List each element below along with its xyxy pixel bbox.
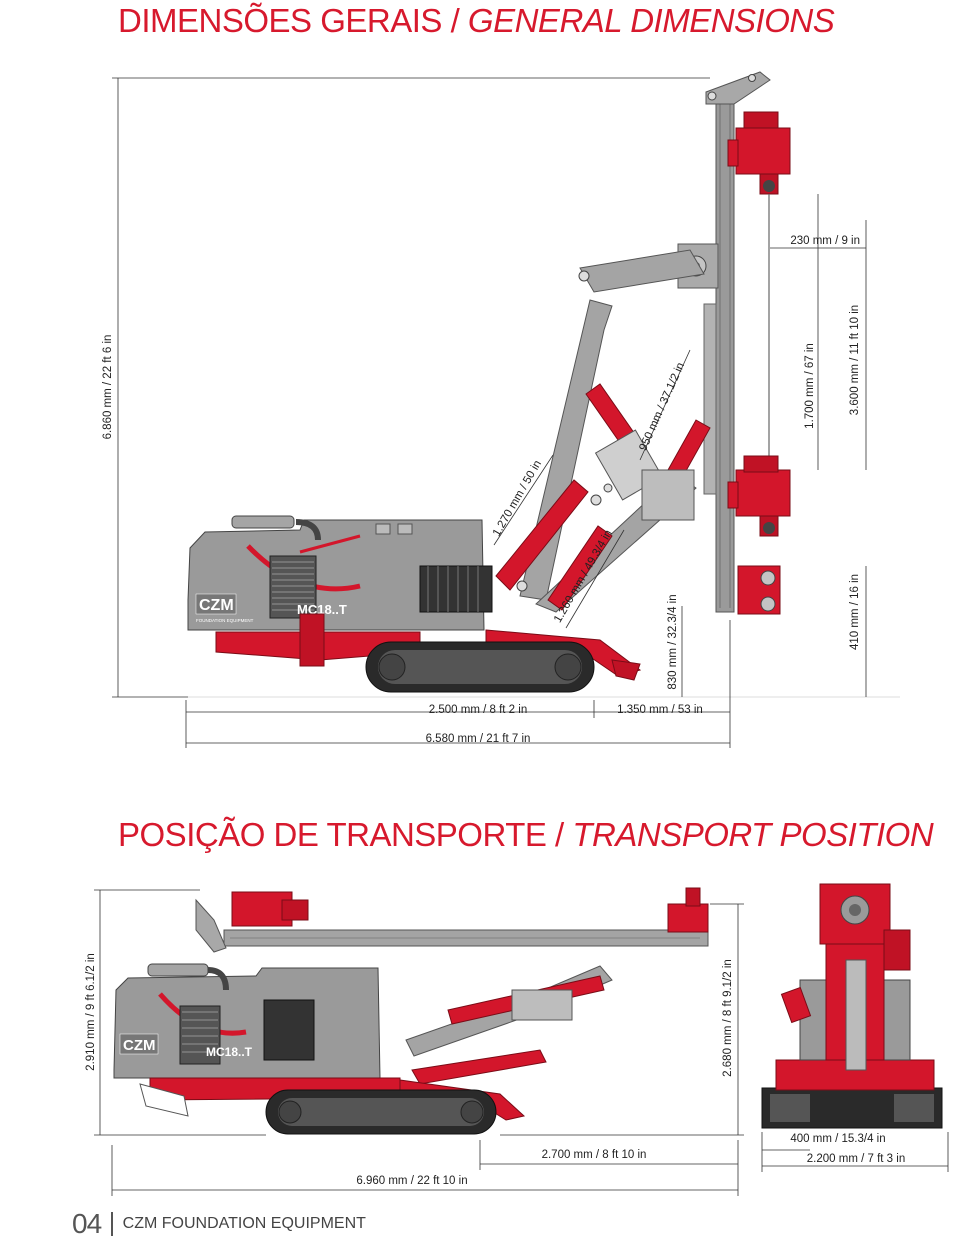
dim-height-total: 6.860 mm / 22 ft 6 in bbox=[102, 335, 114, 440]
rotary-head-upper bbox=[727, 111, 791, 470]
footer-divider bbox=[111, 1212, 113, 1236]
boom-arms bbox=[495, 249, 711, 613]
dim-width-2200: 2.200 mm / 7 ft 3 in bbox=[807, 1153, 905, 1165]
model-label: MC18..T bbox=[297, 602, 347, 617]
dimension-lines bbox=[112, 77, 867, 748]
title-en: GENERAL DIMENSIONS bbox=[467, 2, 835, 39]
transport-dimension-lines bbox=[94, 889, 949, 1196]
logo-subtitle: FOUNDATION EQUIPMENT bbox=[196, 618, 254, 623]
footer-brand: CZM FOUNDATION EQUIPMENT bbox=[122, 1215, 366, 1232]
dim-ground-410: 410 mm / 16 in bbox=[849, 574, 861, 650]
dim-mast-offset: 230 mm / 9 in bbox=[790, 235, 860, 247]
dim-mast-3600: 3.600 mm / 11 ft 10 in bbox=[849, 305, 861, 415]
dim-len-2700: 2.700 mm / 8 ft 10 in bbox=[542, 1149, 647, 1161]
czm-logo: CZM bbox=[199, 597, 234, 614]
title-en: TRANSPORT POSITION bbox=[572, 816, 934, 853]
general-dimensions-figure: CZM FOUNDATION EQUIPMENT MC18..T bbox=[102, 71, 900, 748]
page-footer: 04 CZM FOUNDATION EQUIPMENT bbox=[72, 1208, 366, 1239]
dim-height-2910: 2.910 mm / 9 ft 6.1/2 in bbox=[85, 953, 97, 1071]
dim-len-6960: 6.960 mm / 22 ft 10 in bbox=[356, 1175, 467, 1187]
section-title-general-dimensions: DIMENSÕES GERAIS / GENERAL DIMENSIONS bbox=[118, 2, 835, 40]
section-title-transport-position: POSIÇÃO DE TRANSPORTE / TRANSPORT POSITI… bbox=[118, 816, 934, 854]
transport-position-figure: CZM MC18..T bbox=[85, 883, 949, 1196]
mast-clamp bbox=[737, 565, 781, 615]
title-pt: DIMENSÕES GERAIS / bbox=[118, 2, 460, 39]
dim-mast-1700: 1.700 mm / 67 in bbox=[804, 343, 816, 429]
dim-width-400: 400 mm / 15.3/4 in bbox=[790, 1133, 885, 1145]
page-number: 04 bbox=[72, 1208, 102, 1239]
rotary-head-lower bbox=[727, 455, 791, 537]
undercarriage bbox=[215, 613, 642, 693]
dim-len-1350: 1.350 mm / 53 in bbox=[617, 704, 703, 716]
dim-height-830: 830 mm / 32.3/4 in bbox=[667, 594, 679, 689]
title-pt: POSIÇÃO DE TRANSPORTE / bbox=[118, 816, 564, 853]
transport-side-view: CZM MC18..T bbox=[113, 887, 709, 1135]
dim-len-6580: 6.580 mm / 21 ft 7 in bbox=[426, 733, 531, 745]
engine-housing: CZM FOUNDATION EQUIPMENT MC18..T bbox=[187, 515, 493, 631]
dim-height-2680: 2.680 mm / 8 ft 9.1/2 in bbox=[722, 959, 734, 1077]
transport-front-view bbox=[761, 883, 943, 1129]
dim-len-2500: 2.500 mm / 8 ft 2 in bbox=[429, 704, 527, 716]
model-label-transport: MC18..T bbox=[206, 1045, 253, 1059]
czm-logo-transport: CZM bbox=[123, 1037, 156, 1054]
